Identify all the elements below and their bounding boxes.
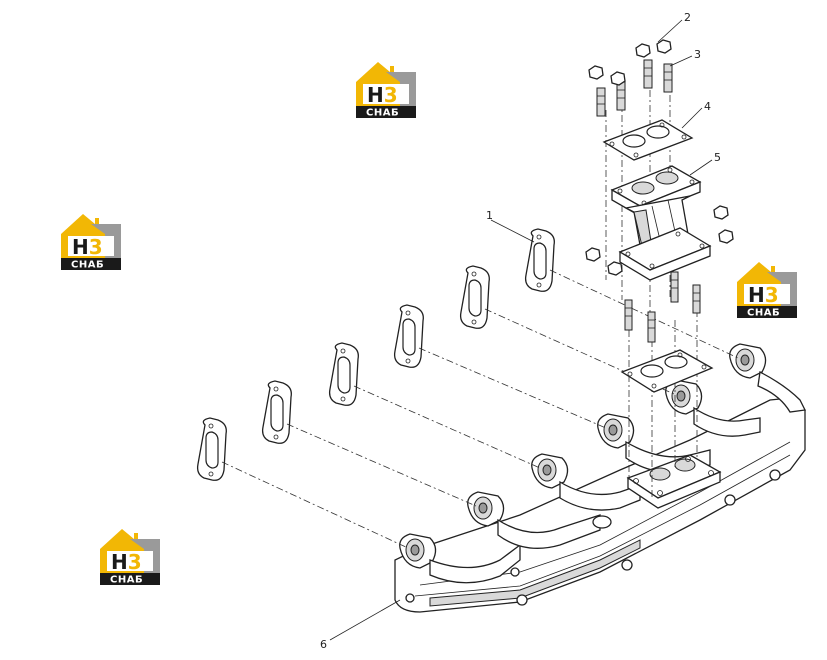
upper-studs xyxy=(596,59,673,117)
port-gasket-2 xyxy=(261,380,292,444)
leader-lines xyxy=(329,19,713,641)
callout-5: 5 xyxy=(714,151,721,164)
exhaust-manifold xyxy=(394,343,806,613)
watermark-letters: H3 xyxy=(72,235,103,259)
manifold-outlet-flange xyxy=(626,454,722,509)
manifold-port-2 xyxy=(467,491,612,549)
watermark-letters: H3 xyxy=(748,283,779,307)
manifold-port-4 xyxy=(597,413,711,473)
watermark-letters: H3 xyxy=(367,83,398,107)
adapter-upper-gasket xyxy=(602,119,694,161)
watermark-letters: H3 xyxy=(111,550,142,574)
port-gasket-3 xyxy=(328,342,359,406)
watermark-logo-1: H3 СНАБ xyxy=(356,62,416,119)
watermark-text: СНАБ xyxy=(366,108,399,119)
turbo-adapter xyxy=(610,165,712,281)
callout-6: 6 xyxy=(320,638,327,651)
adapter-side-nuts xyxy=(585,205,734,276)
manifold-port-6 xyxy=(729,343,806,413)
watermark-logo-2: H3 СНАБ xyxy=(61,214,121,271)
watermark-logo-3: H3 СНАБ xyxy=(737,262,797,319)
callout-1: 1 xyxy=(486,209,493,222)
port-gasket-5 xyxy=(459,265,490,329)
adapter-lower-gasket xyxy=(620,349,714,393)
watermark-text: СНАБ xyxy=(110,575,143,586)
callout-4: 4 xyxy=(704,100,711,113)
manifold-port-1 xyxy=(399,533,521,584)
port-gasket-4 xyxy=(393,304,424,368)
watermark-text: СНАБ xyxy=(747,308,780,319)
port-gasket-6 xyxy=(524,228,555,292)
manifold-port-3 xyxy=(531,453,641,511)
watermark-text: СНАБ xyxy=(71,260,104,271)
upper-nuts xyxy=(588,39,672,86)
lower-studs xyxy=(624,271,701,343)
manifold-port-5 xyxy=(665,379,761,437)
callout-2: 2 xyxy=(684,11,691,24)
callout-3: 3 xyxy=(694,48,701,61)
port-gasket-1 xyxy=(196,417,227,481)
watermark-logo-4: H3 СНАБ xyxy=(100,529,160,586)
